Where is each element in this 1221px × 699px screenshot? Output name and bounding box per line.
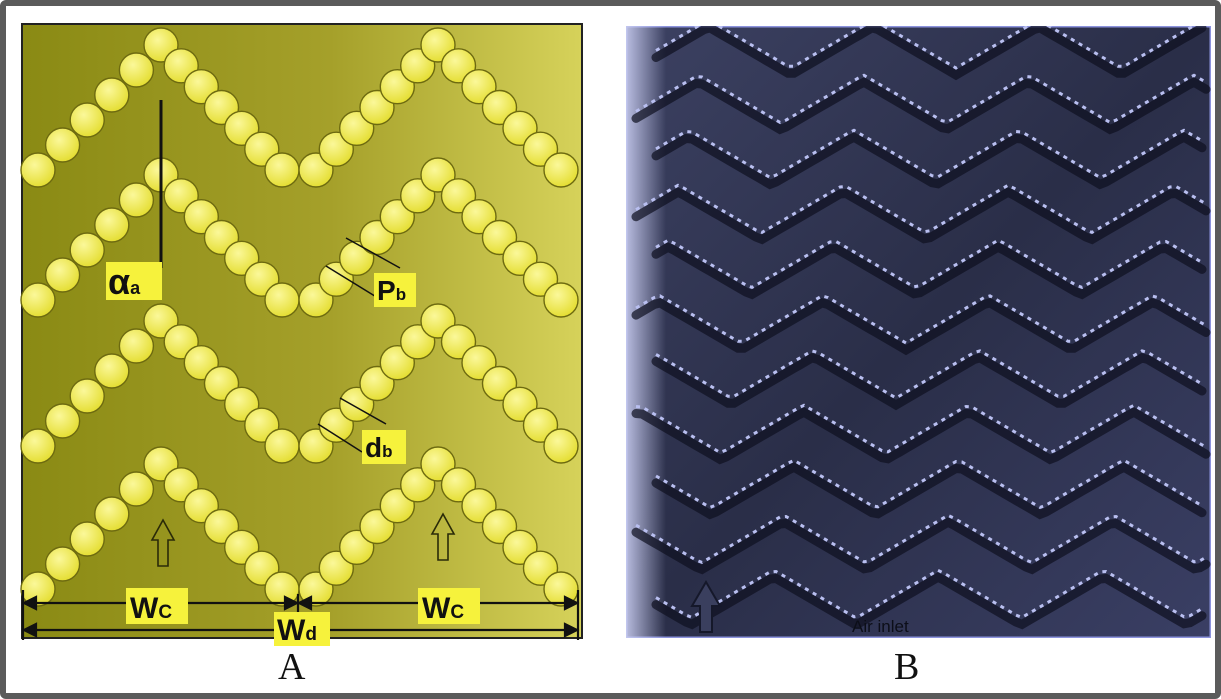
wc-right-label: WC: [422, 592, 464, 625]
bead: [20, 282, 56, 318]
ridge-shadow: [631, 77, 1211, 135]
pitch-label: Pb: [377, 275, 406, 306]
bead: [118, 328, 155, 364]
wc-left-label-bg: [126, 588, 188, 624]
wd-label-bg: [274, 612, 330, 646]
ridge-highlight: [635, 403, 1207, 455]
ridge-highlight: [635, 183, 1207, 235]
flow-arrow-left-icon: [150, 518, 176, 567]
ridge-shadow: [651, 26, 1207, 81]
bead: [44, 127, 81, 163]
bead: [543, 428, 579, 464]
bead: [264, 152, 300, 188]
diameter-marker-lower: [317, 423, 363, 453]
ridge-highlight: [655, 128, 1203, 180]
bead-rows: [20, 27, 579, 607]
bead: [44, 403, 81, 439]
pitch-label-bg: [374, 273, 416, 307]
ridge-shadow: [651, 132, 1207, 190]
bead: [94, 77, 130, 113]
bead: [118, 471, 155, 507]
diameter-label-bg: [362, 430, 406, 464]
diameter-label: db: [365, 432, 393, 463]
bead: [69, 521, 105, 557]
pitch-marker-lower: [325, 265, 379, 299]
bead: [20, 571, 56, 607]
air-inlet-arrow-icon: [690, 580, 722, 633]
bead: [118, 52, 155, 88]
bead: [44, 546, 81, 582]
bead: [69, 102, 105, 138]
ridge-shadow: [651, 242, 1207, 300]
ridge-shadow: [651, 353, 1207, 411]
pitch-marker-upper: [345, 237, 401, 269]
bead: [543, 152, 579, 188]
ridge-shadow: [631, 298, 1211, 356]
bead: [264, 282, 300, 318]
ridge-highlight: [655, 238, 1203, 290]
wc-right-label-bg: [418, 588, 480, 624]
panel-a-caption: A: [278, 646, 306, 688]
ridge-highlight: [635, 294, 1207, 345]
ridge-shadow: [651, 572, 1207, 630]
ridge-highlight: [635, 513, 1207, 565]
bead: [69, 378, 105, 414]
bead: [20, 152, 56, 188]
bead: [543, 282, 579, 318]
flow-arrow-right-icon: [430, 512, 456, 561]
schematic-panel: αa Pb db WC WC Wd: [20, 23, 583, 647]
wc-left-label: WC: [130, 592, 172, 625]
ridge-highlight: [655, 568, 1203, 620]
ridge-highlight: [655, 26, 1197, 70]
photo-panel: Air inlet: [626, 26, 1211, 638]
ridge-shadow: [651, 462, 1207, 520]
ridge-highlight: [655, 349, 1203, 400]
bead: [94, 353, 130, 389]
ridge-shadow: [631, 517, 1211, 575]
bead: [118, 182, 155, 218]
wd-label: Wd: [277, 614, 317, 647]
bead: [543, 571, 579, 607]
bead: [264, 428, 300, 464]
diameter-marker-upper: [339, 397, 387, 425]
bead: [94, 496, 130, 532]
ridge-shadow: [631, 407, 1211, 465]
herringbone-ridges: [631, 26, 1211, 630]
bead: [69, 232, 105, 268]
ridge-highlight: [635, 73, 1207, 125]
air-inlet-label: Air inlet: [852, 617, 909, 636]
alpha-label-bg: [106, 262, 162, 300]
ridge-shadow: [631, 187, 1211, 245]
panel-b-caption: B: [894, 646, 920, 688]
alpha-label: αa: [108, 261, 141, 302]
bead: [94, 207, 130, 243]
ridge-highlight: [655, 458, 1203, 510]
bead: [20, 428, 56, 464]
bead: [44, 257, 81, 293]
